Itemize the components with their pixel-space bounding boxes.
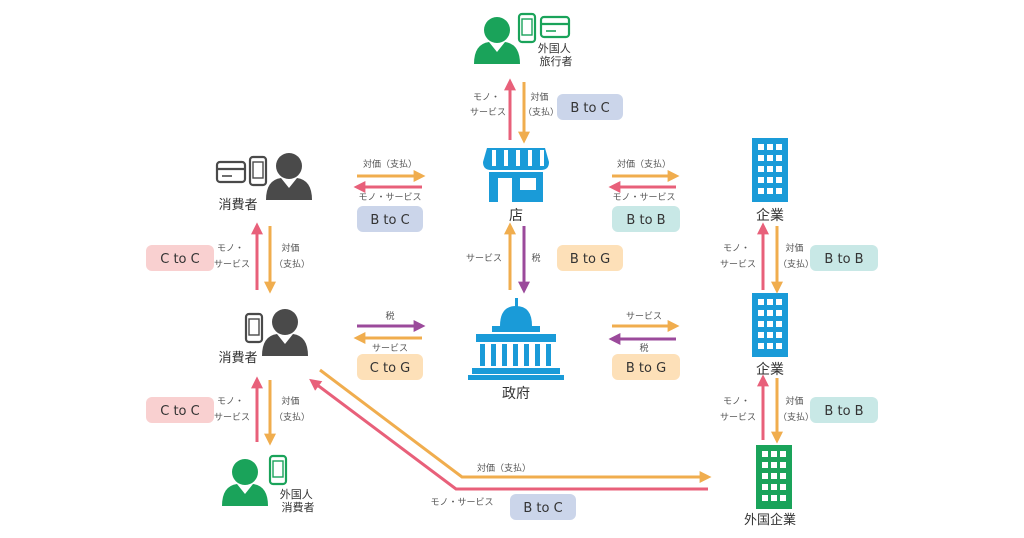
edge-label-payment-line1: 対価 bbox=[282, 395, 300, 407]
edge-label-payment: 対価 （支払） bbox=[778, 395, 814, 423]
consumer-mid-label: 消費者 bbox=[218, 351, 257, 366]
edge-label-goods-line2: サービス bbox=[720, 412, 756, 423]
edge-label-payment-line1: 対価 bbox=[531, 91, 549, 103]
foreign-company-label: 外国企業 bbox=[744, 512, 796, 528]
badge-ctoc-top: C to C bbox=[146, 245, 214, 271]
arrow-goods-to-consumer-mid bbox=[309, 378, 708, 491]
edge-label-goods-line2: サービス bbox=[470, 107, 506, 118]
edge-label-goods-line1: モノ・ bbox=[723, 244, 750, 254]
badge-ctoc-bottom: C to C bbox=[146, 397, 214, 423]
edge-label-payment-line2: （支払） bbox=[274, 258, 310, 270]
badge-ctoc-top-text: C to C bbox=[160, 252, 199, 267]
edge-label-goods: モノ・ サービス bbox=[214, 397, 250, 423]
badge-btob-upper: B to B bbox=[810, 245, 878, 271]
phone-icon bbox=[517, 12, 537, 44]
phone-icon bbox=[268, 454, 288, 486]
edge-label-service: サービス bbox=[466, 253, 502, 264]
badge-btob-store-text: B to B bbox=[626, 213, 665, 228]
badge-btog-gov-text: B to G bbox=[626, 361, 666, 376]
badge-btog-gov: B to G bbox=[612, 354, 680, 380]
consumer-mid-icon bbox=[262, 309, 308, 356]
government-label: 政府 bbox=[502, 386, 530, 402]
badge-btoc-consumer-text: B to C bbox=[370, 213, 409, 228]
edge-label-payment-line2: （支払） bbox=[523, 106, 559, 118]
badge-ctoc-bottom-text: C to C bbox=[160, 404, 199, 419]
foreign-traveler-label: 外国人 旅行者 bbox=[538, 42, 575, 68]
foreign-consumer-icon bbox=[222, 459, 268, 506]
edge-label-payment-line2: （支払） bbox=[778, 258, 814, 270]
edge-label-tax: 税 bbox=[639, 342, 648, 354]
phone-icon bbox=[244, 312, 264, 344]
arrow-payment-to-foreign-company bbox=[319, 368, 712, 483]
edge-label-goods-inline: モノ・サービス bbox=[358, 192, 421, 203]
edge-label-tax: 税 bbox=[531, 252, 540, 264]
company-mid-label: 企業 bbox=[756, 361, 784, 378]
edge-label-goods-line1: モノ・ bbox=[473, 93, 500, 103]
badge-btoc-foreign-text: B to C bbox=[523, 501, 562, 516]
badge-btob-lower: B to B bbox=[810, 397, 878, 423]
badge-btoc-traveler: B to C bbox=[557, 94, 623, 120]
foreign-company-icon bbox=[756, 445, 792, 509]
badge-ctog-text: C to G bbox=[370, 361, 410, 376]
edge-label-goods-line1: モノ・ bbox=[217, 244, 244, 254]
edge-label-payment-line1: 対価 bbox=[786, 242, 804, 254]
edge-label-goods-line2: サービス bbox=[720, 259, 756, 270]
badge-ctog: C to G bbox=[357, 354, 423, 380]
edge-label-goods-line2: サービス bbox=[214, 412, 250, 423]
edge-label-goods: モノ・ サービス bbox=[470, 93, 506, 118]
foreign-traveler-label-line2: 旅行者 bbox=[540, 54, 573, 68]
card-icon bbox=[215, 160, 247, 184]
edge-label-tax: 税 bbox=[385, 310, 394, 322]
store-label: 店 bbox=[509, 208, 523, 224]
edge-label-goods: モノ・ サービス bbox=[720, 244, 756, 270]
edge-label-payment-line1: 対価 bbox=[786, 395, 804, 407]
badge-btoc-consumer: B to C bbox=[357, 206, 423, 232]
government-icon bbox=[468, 298, 564, 380]
edge-label-service: サービス bbox=[372, 343, 408, 354]
foreign-traveler-label-line1: 外国人 bbox=[538, 42, 571, 55]
edge-label-payment-line2: （支払） bbox=[778, 411, 814, 423]
edge-label-payment-inline: 対価（支払） bbox=[363, 158, 417, 170]
edge-label-goods-line2: サービス bbox=[214, 259, 250, 270]
badge-btoc-traveler-text: B to C bbox=[570, 101, 609, 116]
foreign-traveler-icon bbox=[474, 17, 520, 64]
badge-btob-upper-text: B to B bbox=[824, 252, 863, 267]
badge-btog-store-text: B to G bbox=[570, 252, 610, 267]
edge-label-payment: 対価 （支払） bbox=[274, 395, 310, 423]
store-icon bbox=[483, 148, 549, 202]
edge-label-payment-line1: 対価 bbox=[282, 242, 300, 254]
edge-label-payment: 対価 （支払） bbox=[523, 91, 559, 118]
edge-label-goods-inline: モノ・サービス bbox=[430, 497, 493, 508]
badge-btob-store: B to B bbox=[612, 206, 680, 232]
phone-icon bbox=[248, 155, 268, 187]
edge-label-goods-line1: モノ・ bbox=[217, 397, 244, 407]
edge-label-payment-inline: 対価（支払） bbox=[477, 462, 531, 474]
edge-label-goods: モノ・ サービス bbox=[214, 244, 250, 270]
edge-label-payment: 対価 （支払） bbox=[778, 242, 814, 270]
edge-label-payment-line2: （支払） bbox=[274, 411, 310, 423]
company-top-icon bbox=[752, 138, 788, 202]
edge-label-goods-line1: モノ・ bbox=[723, 397, 750, 407]
company-mid-icon bbox=[752, 293, 788, 357]
foreign-consumer-label-line2: 消費者 bbox=[282, 500, 315, 514]
edge-label-payment-inline: 対価（支払） bbox=[617, 158, 671, 170]
badge-btob-lower-text: B to B bbox=[824, 404, 863, 419]
foreign-consumer-label-line1: 外国人 bbox=[280, 488, 313, 501]
edge-label-goods-inline: モノ・サービス bbox=[612, 192, 675, 203]
edge-label-goods: モノ・ サービス bbox=[720, 397, 756, 423]
edge-label-service: サービス bbox=[626, 311, 662, 322]
foreign-consumer-label: 外国人 消費者 bbox=[280, 488, 317, 514]
consumer-top-icon bbox=[266, 153, 312, 200]
company-top-label: 企業 bbox=[756, 207, 784, 224]
badge-btoc-foreign: B to C bbox=[510, 494, 576, 520]
edge-label-payment: 対価 （支払） bbox=[274, 242, 310, 270]
card-icon bbox=[539, 15, 571, 39]
consumer-top-label: 消費者 bbox=[218, 198, 257, 213]
badge-btog-store: B to G bbox=[557, 245, 623, 271]
